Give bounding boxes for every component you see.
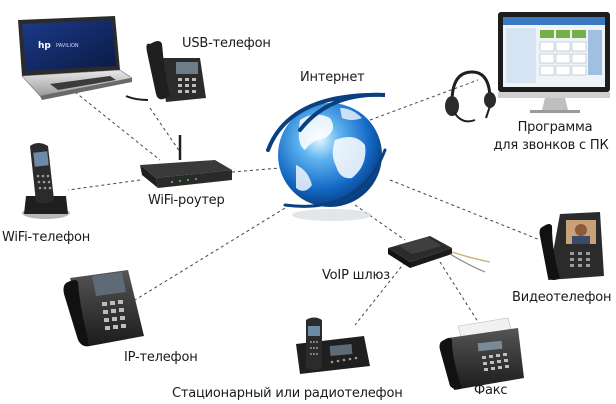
link-gateway-dect: [354, 261, 406, 326]
svg-text:PAVILION: PAVILION: [56, 43, 79, 49]
link-gateway-fax: [439, 261, 481, 326]
video-phone-icon: [539, 212, 604, 280]
pc-program-label-line1: Программа: [517, 120, 593, 135]
video-phone-label: Видеотелефон: [512, 290, 612, 305]
ip-phone-icon: [63, 270, 144, 347]
link-router-globe: [231, 167, 281, 173]
svg-text:hp: hp: [38, 41, 51, 51]
usb-phone-icon: [125, 41, 206, 102]
fax-icon: [439, 317, 524, 390]
link-globe-gateway: [354, 204, 406, 241]
laptop-icon: hp PAVILION: [18, 16, 133, 100]
usb-phone-label: USB-телефон: [182, 36, 271, 51]
connection-lines: [67, 79, 541, 326]
voip-gateway-label: VoIP шлюз: [322, 268, 390, 283]
wifi-phone-icon: [22, 143, 70, 219]
wifi-router-icon: [140, 135, 232, 188]
link-laptop-router: [74, 91, 161, 161]
internet-globe-icon: [266, 92, 387, 221]
headset-icon: [445, 70, 496, 123]
wifi-phone-label: WiFi-телефон: [2, 230, 91, 245]
wifi-router-label: WiFi-роутер: [148, 193, 225, 208]
pc-monitor-icon: [498, 12, 610, 113]
link-globe-videophone: [389, 179, 541, 241]
voip-gateway-icon: [388, 236, 491, 273]
link-usbphone-router: [149, 107, 181, 153]
link-globe-pc: [369, 79, 479, 121]
link-router-wifiphone: [67, 179, 141, 191]
internet-label: Интернет: [300, 70, 365, 85]
dect-phone-icon: [296, 317, 370, 374]
fax-label: Факс: [474, 383, 508, 398]
ip-phone-label: IP-телефон: [124, 350, 198, 365]
pc-program-label-line2: для звонков с ПК: [493, 138, 609, 153]
dect-phone-label: Стационарный или радиотелефон: [172, 386, 403, 401]
link-globe-ipphone: [134, 204, 291, 301]
